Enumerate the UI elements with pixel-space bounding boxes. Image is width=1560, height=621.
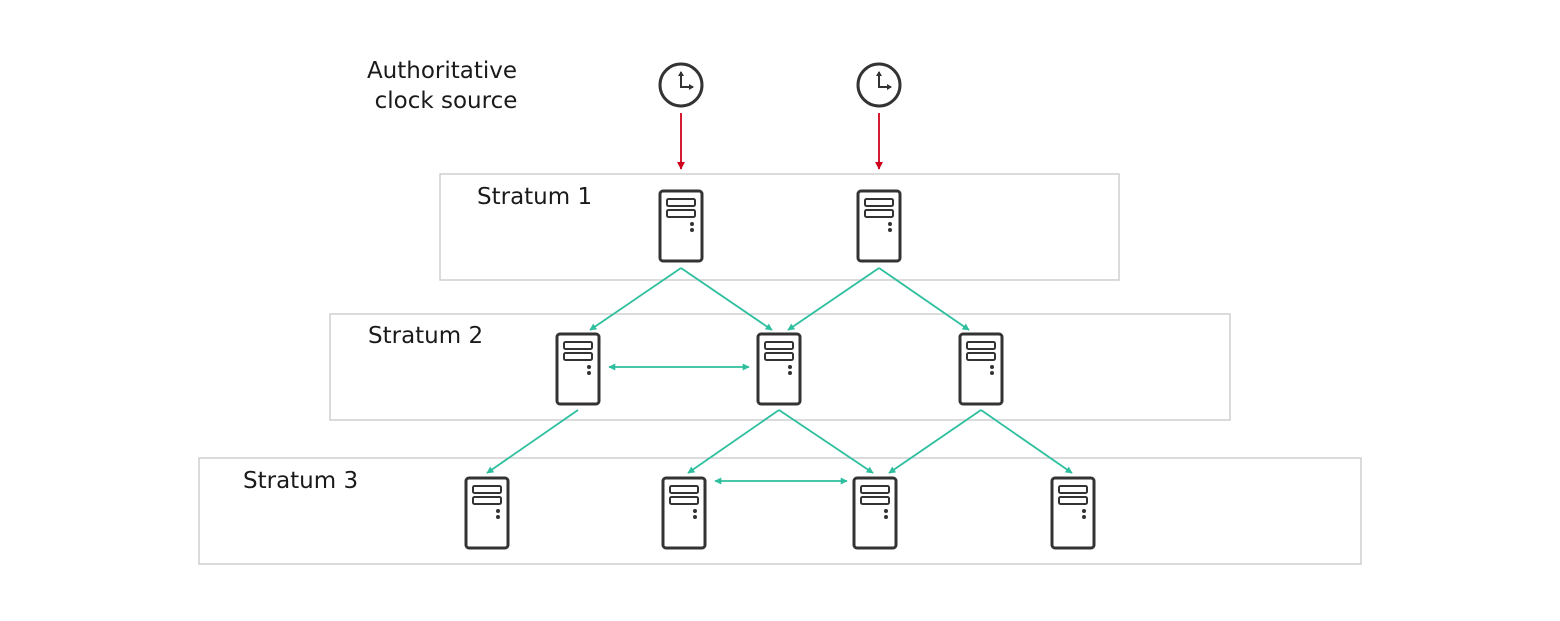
sync-arrow-s2c-s3c: [888, 409, 982, 474]
server-icon: [658, 189, 704, 263]
stratum-1-label: Stratum 1: [477, 184, 592, 210]
stratum-1-box: [439, 173, 1120, 281]
server-icon: [464, 476, 510, 550]
server-icon: [555, 332, 601, 406]
server-icon: [1050, 476, 1096, 550]
sync-arrow-s2c-s3d: [980, 409, 1073, 474]
sync-arrow-s1a-s2b: [680, 267, 773, 331]
clock-icon: [856, 62, 902, 108]
stratum-3-label: Stratum 3: [243, 468, 358, 494]
stratum-3-box: [198, 457, 1362, 565]
server-icon: [661, 476, 707, 550]
server-icon: [958, 332, 1004, 406]
sync-arrow-s1a-s2a: [589, 267, 682, 331]
server-icon: [856, 189, 902, 263]
sync-arrow-s2b-s3c: [778, 409, 874, 474]
server-icon: [756, 332, 802, 406]
clock-icon: [658, 62, 704, 108]
sync-arrow-s2b-s3b: [687, 409, 780, 474]
sync-arrow-s2a-s3a: [486, 409, 579, 474]
stratum-2-label: Stratum 2: [368, 323, 483, 349]
sync-arrow-s1b-s2c: [878, 267, 970, 331]
sync-arrow-s1b-s2b: [787, 267, 880, 331]
server-icon: [852, 476, 898, 550]
source-label-line-2: clock source: [375, 88, 518, 114]
source-label-line-1: Authoritative: [367, 58, 517, 84]
